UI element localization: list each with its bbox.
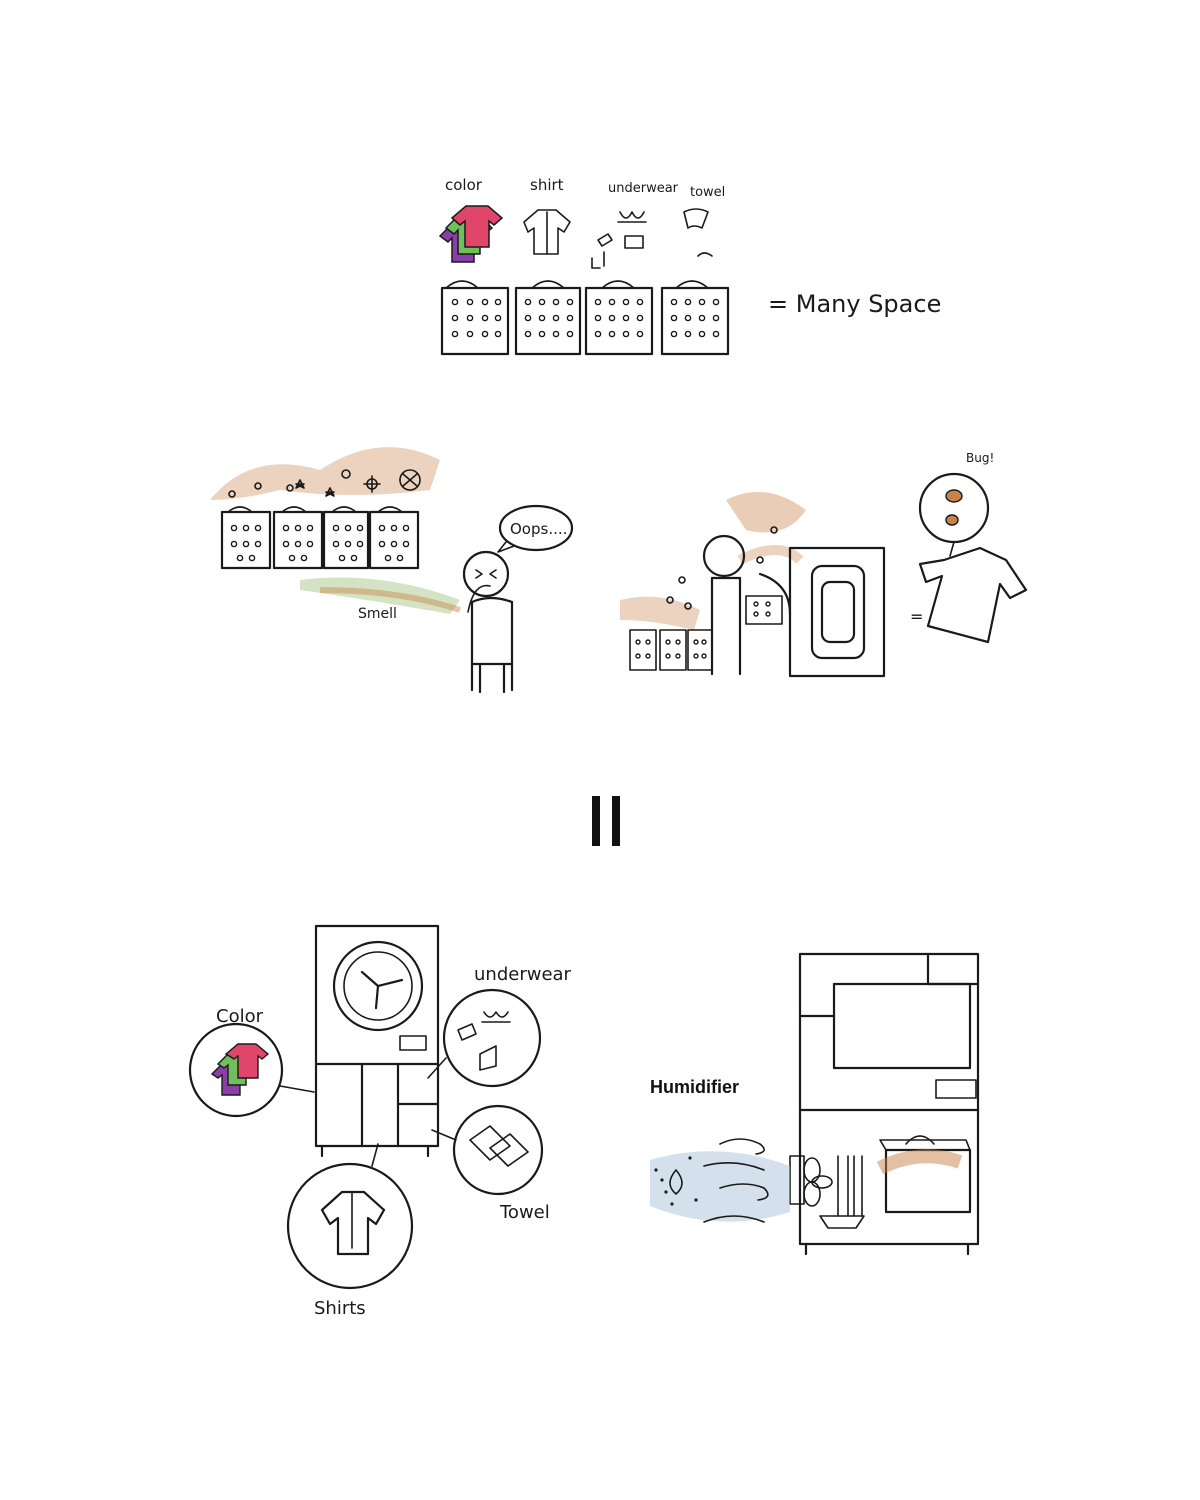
- towel-icon: [683, 208, 713, 257]
- towel-bubble: [431, 1104, 544, 1196]
- shirt-icon: [523, 209, 571, 255]
- shirts-label: Shirts: [314, 1298, 366, 1319]
- underwear-label: underwear: [474, 964, 572, 985]
- top-row-laundry-baskets: color shirt underwear towel: [438, 176, 941, 356]
- label-underwear: underwear: [608, 181, 679, 196]
- humid-air-cloud: [650, 1151, 790, 1222]
- dryer-cabinet: [798, 952, 980, 1246]
- basket-shirt: [514, 280, 582, 356]
- many-space-text: = Many Space: [768, 290, 941, 318]
- label-towel: towel: [690, 185, 725, 200]
- underwear-icon: [591, 211, 647, 269]
- washing-machine: [758, 546, 886, 678]
- smell-label: Smell: [358, 606, 397, 622]
- speech-bubble: Oops....: [497, 504, 574, 553]
- basket-towel: [660, 280, 730, 356]
- equals-sign-small: =: [910, 607, 923, 626]
- small-basket-2: [659, 629, 687, 671]
- divider-equals: [592, 796, 620, 846]
- bug-label: Bug!: [966, 451, 994, 465]
- basket-color: [440, 280, 510, 356]
- smell-cloud-top: [210, 447, 440, 500]
- smelly-basket-2: [272, 506, 324, 570]
- label-color: color: [445, 176, 483, 194]
- label-shirt: shirt: [530, 176, 564, 194]
- machine-drum: [332, 940, 424, 1032]
- color-label: Color: [216, 1006, 264, 1027]
- germ-icons: [228, 469, 421, 498]
- person-covering-nose: [462, 550, 514, 694]
- smell-scene: Smell Oops....: [210, 447, 574, 694]
- smell-cloud-green: [300, 577, 460, 614]
- smelly-basket-1: [220, 506, 272, 570]
- smelly-basket-3: [322, 506, 370, 570]
- bug-bubble: [918, 472, 990, 557]
- basket-underwear: [584, 280, 654, 356]
- speech-bubble-text: Oops....: [510, 520, 567, 538]
- bug-scene: = Bug!: [620, 451, 1028, 678]
- shirts-bubble: [286, 1143, 414, 1290]
- colored-shirts-icon: [438, 205, 504, 263]
- smelly-basket-4: [368, 506, 420, 570]
- color-bubble: [188, 1022, 315, 1118]
- fan-icon: [789, 1155, 833, 1207]
- small-basket-3: [687, 629, 713, 671]
- person-loading-machine: [702, 534, 783, 676]
- towel-label: Towel: [499, 1202, 550, 1223]
- bug-shirt: [918, 546, 1028, 644]
- combined-machine-scene: Color underwear Towel Shirts: [188, 924, 572, 1319]
- droplet-dots: [654, 1156, 698, 1206]
- underwear-bubble: [427, 988, 542, 1088]
- air-swirls: [669, 1138, 769, 1223]
- humidifier-label: Humidifier: [650, 1077, 739, 1097]
- small-basket-1: [629, 629, 657, 671]
- humidifier-scene: Humidifier: [650, 952, 980, 1256]
- cabinet-window: [832, 982, 972, 1070]
